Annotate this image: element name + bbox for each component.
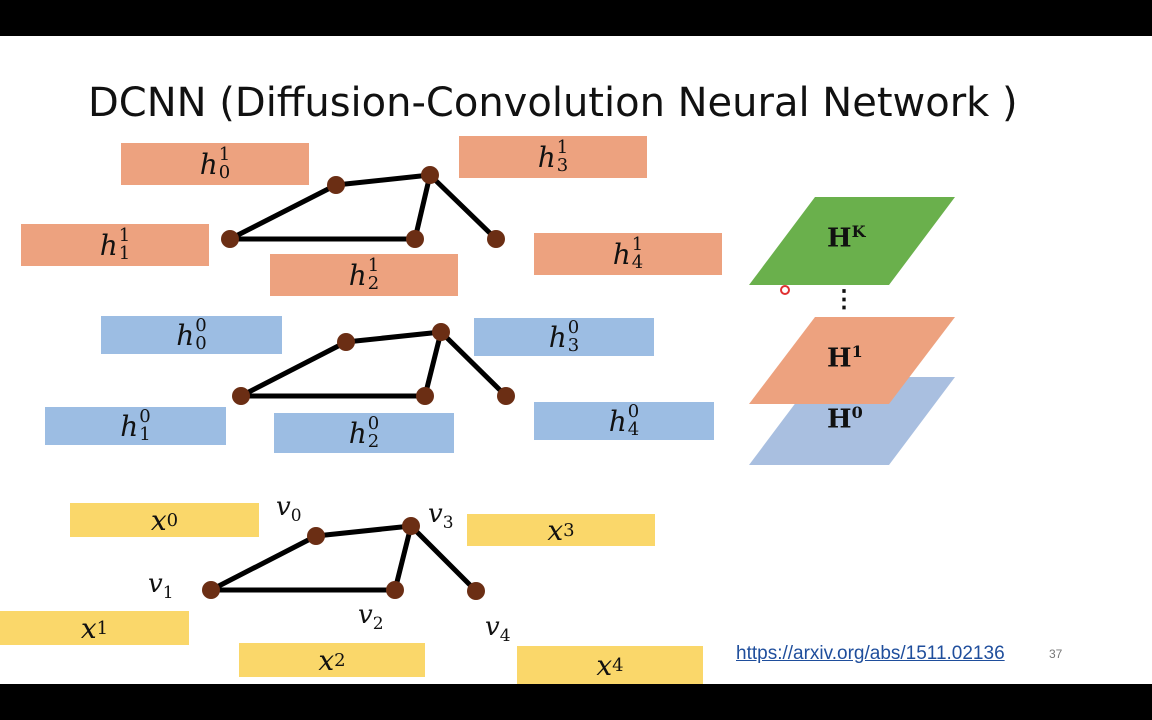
graph-layer1 [221,166,505,248]
node-label-v2: v2 [358,600,384,635]
slide-title: DCNN (Diffusion-Convolution Neural Netwo… [88,80,1018,126]
graph-input [202,517,485,600]
slide: DCNN (Diffusion-Convolution Neural Netwo… [0,36,1152,684]
layer-h0-label: H0 [827,403,863,435]
node-label-v1: v1 [148,569,174,604]
graph-layer0 [232,323,515,405]
layer-h1-label: H1 [827,342,863,374]
node-label-v3: v3 [428,499,454,534]
layer-h1-shape [749,317,955,404]
node-label-v0: v0 [276,492,302,527]
page-number: 37 [1049,647,1063,661]
arxiv-link[interactable]: https://arxiv.org/abs/1511.02136 [736,643,1005,664]
node-label-v4: v4 [485,612,511,647]
layer-hk-shape [749,197,955,285]
layer-hk-label: HK [827,222,866,254]
graph-diagrams [202,166,955,600]
layer-ellipsis: ⋮ [832,284,856,313]
pointer-dot [780,285,790,295]
